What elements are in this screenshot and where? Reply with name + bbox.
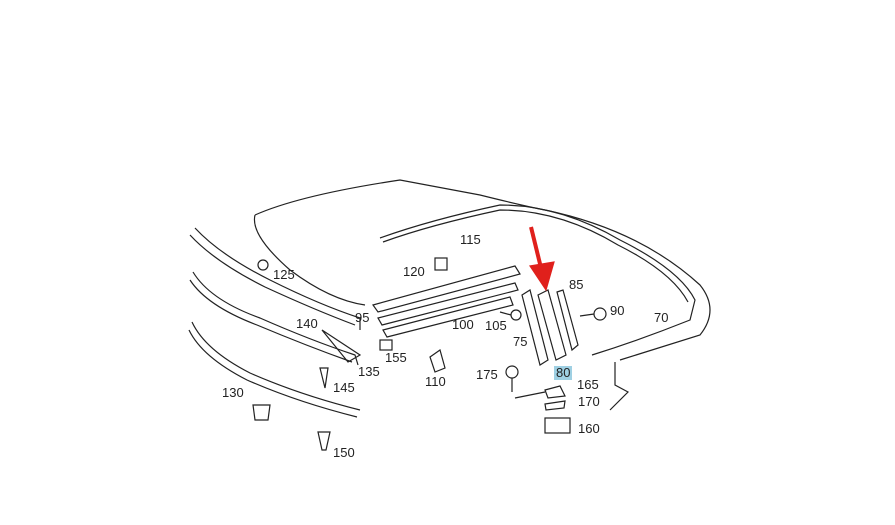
rail-mid bbox=[192, 271, 359, 366]
center-rail-3 bbox=[382, 296, 514, 338]
label-120: 120 bbox=[403, 264, 425, 279]
label-80-highlighted: 80 bbox=[554, 365, 573, 380]
red-arrow-head bbox=[528, 261, 555, 292]
center-rail-2 bbox=[377, 282, 519, 326]
clip-150 bbox=[317, 431, 331, 451]
label-155: 155 bbox=[385, 350, 407, 365]
label-125: 125 bbox=[273, 267, 295, 282]
center-rail-1 bbox=[372, 265, 521, 313]
seal-75 bbox=[521, 289, 549, 366]
label-105: 105 bbox=[485, 318, 507, 333]
roof-inner-seal bbox=[379, 204, 696, 356]
label-140: 140 bbox=[296, 316, 318, 331]
seal-80 bbox=[537, 289, 567, 361]
label-115: 115 bbox=[460, 232, 481, 247]
clip-130 bbox=[252, 404, 271, 421]
label-175: 175 bbox=[476, 367, 498, 382]
screw-105 bbox=[510, 309, 522, 321]
label-150: 150 bbox=[333, 445, 355, 460]
label-165: 165 bbox=[577, 377, 599, 392]
label-70: 70 bbox=[654, 310, 669, 325]
label-145: 145 bbox=[333, 380, 355, 395]
rail-top bbox=[194, 227, 361, 330]
roof-outline bbox=[254, 179, 711, 361]
bracket-160 bbox=[544, 417, 571, 434]
bolt-90 bbox=[593, 307, 607, 321]
clip-115 bbox=[434, 257, 448, 271]
label-95: 95 bbox=[355, 310, 370, 325]
seal-85 bbox=[556, 289, 579, 352]
label-135: 135 bbox=[358, 364, 380, 379]
label-90: 90 bbox=[610, 303, 625, 318]
clip-170 bbox=[544, 400, 566, 411]
label-160: 160 bbox=[578, 421, 600, 436]
label-130: 130 bbox=[222, 385, 244, 400]
label-85: 85 bbox=[569, 277, 584, 292]
clip-155 bbox=[379, 339, 393, 351]
label-110: 110 bbox=[425, 374, 446, 389]
bolt-175 bbox=[505, 365, 519, 379]
clip-165 bbox=[544, 385, 566, 399]
clip-125 bbox=[257, 259, 269, 271]
bracket-140 bbox=[321, 329, 362, 363]
label-100: 100 bbox=[452, 317, 474, 332]
rail-low bbox=[191, 321, 361, 411]
screw-145 bbox=[319, 367, 329, 389]
roof-rear-edge bbox=[253, 214, 366, 306]
label-75: 75 bbox=[513, 334, 528, 349]
bolt-110 bbox=[429, 349, 446, 373]
label-170: 170 bbox=[578, 394, 600, 409]
